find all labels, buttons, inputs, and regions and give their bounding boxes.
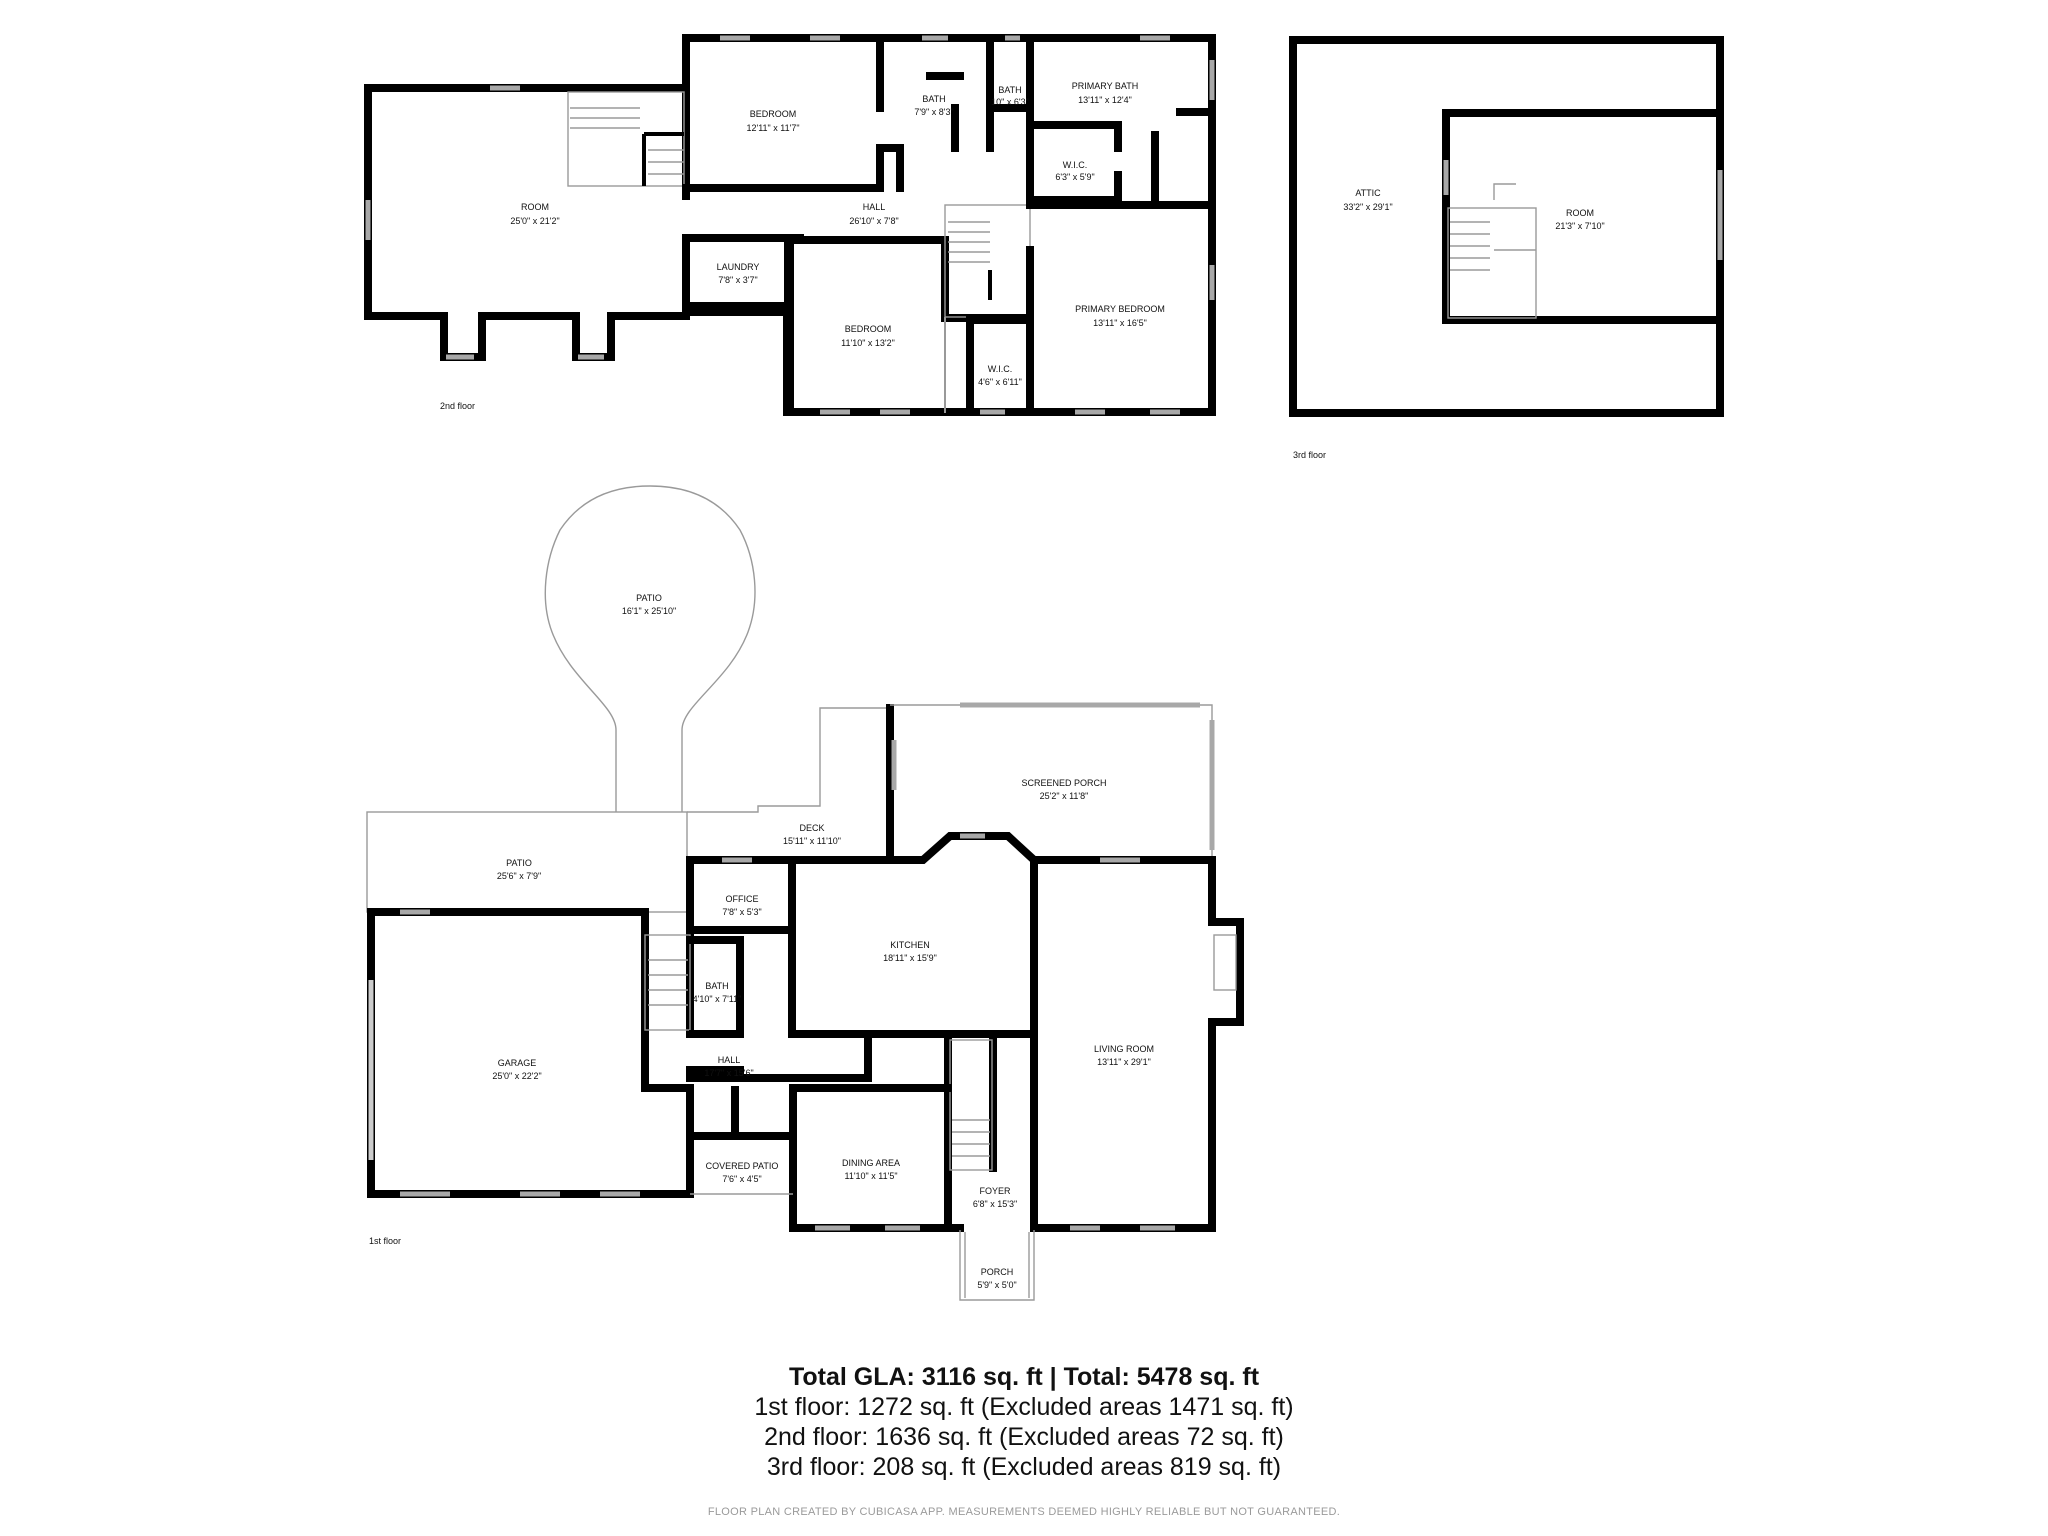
- room-dims: 25'2" x 11'8": [1040, 791, 1089, 801]
- room-dims: 6'3" x 5'9": [1055, 172, 1094, 182]
- room-dims: 18'11" x 15'9": [883, 953, 937, 963]
- room-name: ROOM: [521, 202, 549, 212]
- room-dims: 5'9" x 5'0": [977, 1280, 1016, 1290]
- room-name: HALL: [718, 1055, 741, 1065]
- first-floor-area: 1st floor: 1272 sq. ft (Excluded areas 1…: [754, 1393, 1294, 1421]
- room-name: BATH: [922, 94, 945, 104]
- room-name: HALL: [863, 202, 886, 212]
- room-dims: 10" x 6'3": [991, 97, 1029, 107]
- room-name: KITCHEN: [890, 940, 930, 950]
- area-summary: Total GLA: 3116 sq. ft | Total: 5478 sq.…: [0, 1362, 2048, 1482]
- floor-label-2nd: 2nd floor: [440, 401, 475, 411]
- third-floor-plan: ATTIC 33'2" x 29'1" ROOM 21'3" x 7'10" 3…: [1289, 36, 1724, 460]
- room-dims: 25'0" x 21'2": [510, 216, 559, 226]
- room-name: BEDROOM: [845, 324, 892, 334]
- room-dims: 25'6" x 7'9": [497, 871, 541, 881]
- room-name: BATH: [705, 981, 728, 991]
- second-floor-plan: ROOM 25'0" x 21'2" BEDROOM 12'11" x 11'7…: [364, 34, 1216, 416]
- room-dims: 21'3" x 7'10": [1555, 221, 1604, 231]
- room-name: COVERED PATIO: [706, 1161, 779, 1171]
- room-dims: 4'6" x 6'11": [978, 377, 1022, 387]
- third-floor-area: 3rd floor: 208 sq. ft (Excluded areas 81…: [766, 1453, 1282, 1481]
- room-dims: 26'10" x 7'8": [849, 216, 898, 226]
- disclaimer: FLOOR PLAN CREATED BY CUBICASA APP. MEAS…: [707, 1506, 1341, 1518]
- room-dims: 15'11" x 11'10": [783, 836, 841, 846]
- room-name: LAUNDRY: [717, 262, 760, 272]
- room-name: PATIO: [506, 858, 532, 868]
- room-dims: 11'10" x 11'5": [844, 1171, 897, 1181]
- room-dims: 25'0" x 22'2": [492, 1071, 541, 1081]
- room-dims: 12'11" x 11'7": [746, 123, 799, 133]
- second-floor-area: 2nd floor: 1636 sq. ft (Excluded areas 7…: [764, 1423, 1284, 1451]
- room-name: ATTIC: [1355, 188, 1381, 198]
- room-dims: 13'11" x 29'1": [1097, 1057, 1151, 1067]
- room-name: DINING AREA: [842, 1158, 900, 1168]
- room-dims: 13'11" x 16'5": [1093, 318, 1147, 328]
- room-name: LIVING ROOM: [1094, 1044, 1154, 1054]
- room-name: BEDROOM: [750, 109, 797, 119]
- room-name: SCREENED PORCH: [1021, 778, 1106, 788]
- room-dims: 33'2" x 29'1": [1343, 202, 1392, 212]
- room-dims: 16'1" x 25'10": [622, 606, 676, 616]
- room-dims: 7'6" x 4'5": [722, 1174, 761, 1184]
- room-dims: 6'8" x 15'3": [973, 1199, 1017, 1209]
- room-name: PRIMARY BATH: [1072, 81, 1139, 91]
- room-dims: 7'8" x 3'7": [718, 275, 757, 285]
- room-dims: 11'10" x 13'2": [841, 338, 895, 348]
- room-dims: 13'11" x 12'4": [1078, 95, 1132, 105]
- room-dims: 4'10" x 7'11": [693, 994, 742, 1004]
- room-name: OFFICE: [726, 894, 759, 904]
- room-dims: 17'7" x 15'6": [704, 1068, 753, 1078]
- floor-label-3rd: 3rd floor: [1293, 450, 1326, 460]
- room-name: GARAGE: [498, 1058, 537, 1068]
- room-name: DECK: [799, 823, 824, 833]
- floor-label-1st: 1st floor: [369, 1236, 401, 1246]
- room-name: W.I.C.: [1063, 160, 1088, 170]
- room-name: PRIMARY BEDROOM: [1075, 304, 1165, 314]
- room-name: ROOM: [1566, 208, 1594, 218]
- room-name: PATIO: [636, 593, 662, 603]
- room-dims: 7'8" x 5'3": [722, 907, 761, 917]
- total-area: Total GLA: 3116 sq. ft | Total: 5478 sq.…: [788, 1363, 1260, 1391]
- room-name: PORCH: [981, 1267, 1014, 1277]
- room-name: BATH: [998, 85, 1021, 95]
- room-name: W.I.C.: [988, 364, 1013, 374]
- room-dims: 7'9" x 8'3": [914, 107, 953, 117]
- room-name: FOYER: [979, 1186, 1011, 1196]
- first-floor-plan: PATIO 16'1" x 25'10" SCREENED PORCH 25'2…: [366, 485, 1244, 1301]
